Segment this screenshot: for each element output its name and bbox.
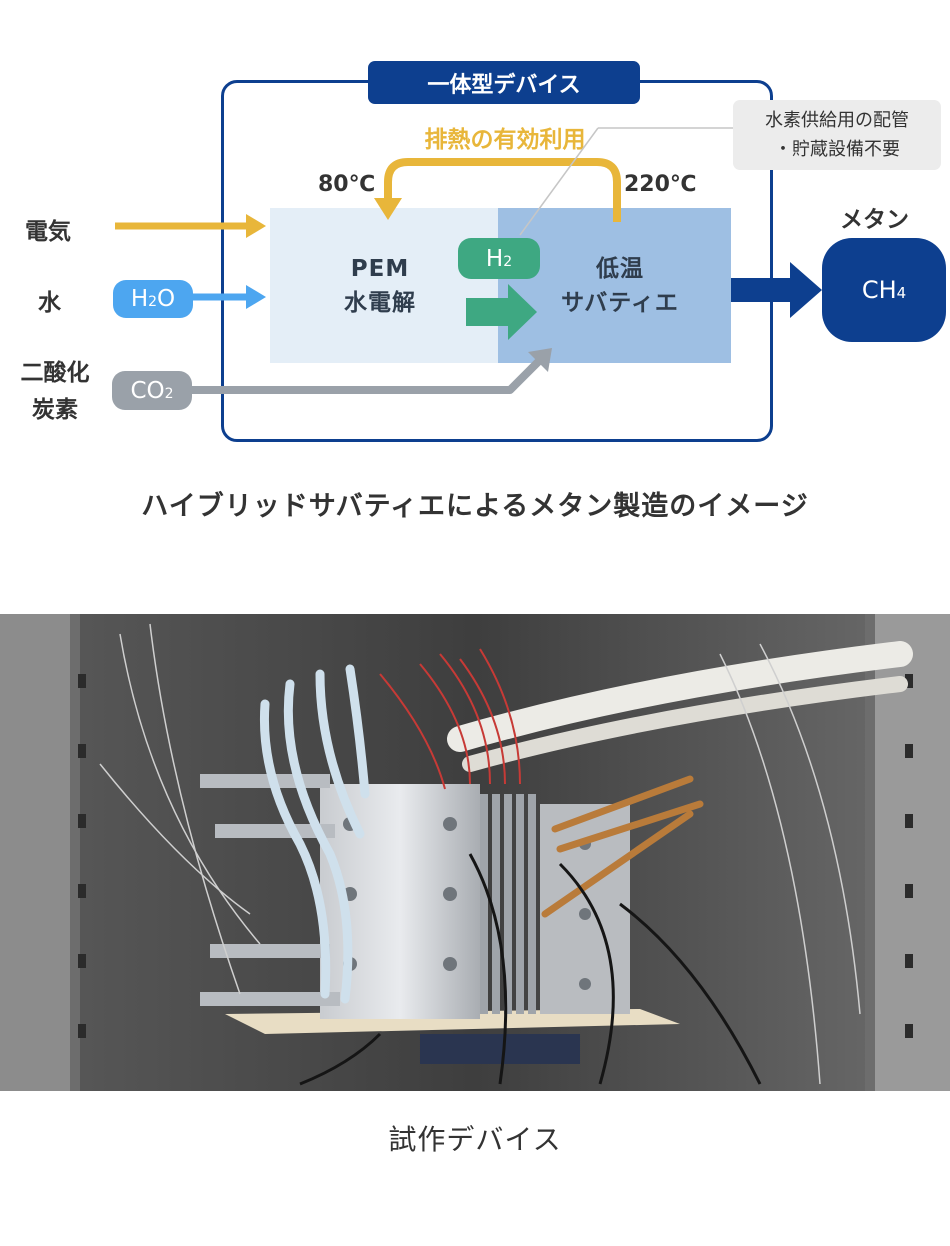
h2o-tail: O [157,286,176,312]
device-title: 一体型デバイス [368,61,640,104]
sabatier-temperature: 220℃ [624,172,697,197]
water-arrow [193,285,266,309]
pem-label: PEM 水電解 [310,252,450,320]
methane-arrow [731,262,822,318]
methane-label: メタン [840,207,909,233]
water-label: 水 [38,290,61,316]
electricity-arrow [115,214,266,238]
co2-arrow [192,348,552,394]
heat-reuse-arrow [374,158,621,222]
note-line-2: ・貯蔵設備不要 [774,139,900,160]
heat-reuse-label: 排熱の有効利用 [424,127,586,153]
sabatier-box [498,208,731,363]
h2o-main: H [130,286,149,312]
flow-arrows [115,127,822,394]
co2-label-line-1: 二酸化 [20,360,90,386]
note-box: 水素供給用の配管 ・貯蔵設備不要 [733,100,941,170]
process-diagram: 一体型デバイス 排熱の有効利用 80℃ 220℃ 水素供給用の配管 ・貯蔵設備不… [0,0,950,460]
note-pointer-line [519,127,599,236]
ch4-sub: 4 [896,284,907,302]
co2-label-line-2: 炭素 [32,397,78,423]
co2-main: CO [130,377,165,404]
h2o-sub: 2 [148,294,158,310]
prototype-photo-illustration [0,614,950,1091]
diagram-caption: ハイブリッドサバティエによるメタン製造のイメージ [141,491,809,522]
pem-temperature: 80℃ [318,172,376,197]
h2-main: H [485,245,504,272]
pem-label-line-1: PEM [350,256,410,282]
note-line-1: 水素供給用の配管 [765,110,909,131]
co2-sub: 2 [164,385,174,402]
electricity-label: 電気 [25,219,71,245]
pem-label-line-2: 水電解 [344,290,416,316]
co2-label: 二酸化 炭素 [15,355,95,429]
sabatier-label-line-2: サバティエ [561,290,679,316]
prototype-device-photo [0,614,950,1091]
ch4-main: CH [861,276,897,304]
h2-transfer-arrow [466,284,537,340]
sabatier-label-line-1: 低温 [596,256,644,282]
h2-sub: 2 [503,253,513,270]
photo-caption: 試作デバイス [388,1123,562,1156]
pem-electrolysis-box [270,208,498,363]
sabatier-label: 低温 サバティエ [540,252,700,320]
